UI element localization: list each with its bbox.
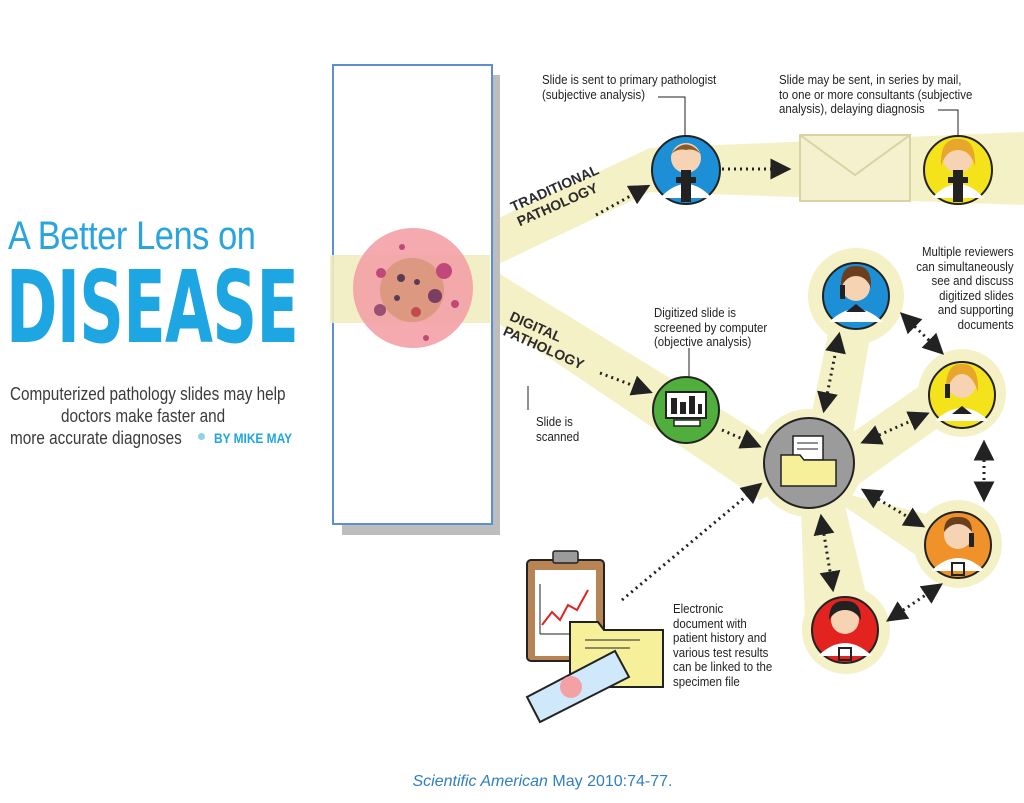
reviewers-callout-line5: and supporting <box>938 302 1014 317</box>
subtitle-line1: Computerized pathology slides may help <box>10 384 286 404</box>
citation: Scientific American May 2010:74-77. <box>0 773 1024 791</box>
title-line2: DISEASE <box>6 249 299 366</box>
citation-details: May 2010:74-77. <box>547 773 673 790</box>
document-callout-line1: Electronic <box>673 601 724 616</box>
digitized-slide-callout: Digitized slide is screened by computer … <box>654 305 768 350</box>
citation-journal: Scientific American <box>412 773 548 790</box>
reviewer-top-icon <box>822 262 890 330</box>
arrow-red-orange <box>886 583 943 622</box>
mail-callout-line3: analysis), delaying diagnosis <box>779 101 925 116</box>
digital-file-server-icon <box>763 417 855 509</box>
mail-consultants-callout: Slide may be sent, in series by mail, to… <box>779 72 973 117</box>
digitized-callout-line1: Digitized slide is <box>654 305 737 320</box>
slide-scanned-callout: Slide is scanned <box>536 414 580 444</box>
document-callout-line2: document with <box>673 615 747 631</box>
reviewers-callout-line4: digitized slides <box>939 287 1014 303</box>
primary-callout-line2: (subjective analysis) <box>542 86 646 102</box>
byline-dot <box>198 433 205 440</box>
title-line1: A Better Lens on <box>8 214 256 258</box>
consultant-pathologist-icon <box>923 135 993 205</box>
reviewers-callout-line3: see and discuss <box>931 273 1014 288</box>
subtitle-line3: more accurate diagnoses <box>10 428 182 448</box>
flow-arrows <box>595 158 995 622</box>
primary-pathologist-icon <box>651 135 721 205</box>
arrow-reviewer-top <box>817 331 846 414</box>
arrow-document <box>621 482 763 602</box>
glass-slide <box>330 64 500 535</box>
primary-callout-line1: Slide is sent to primary pathologist <box>542 72 717 87</box>
document-callout-line6: specimen file <box>673 673 740 689</box>
mail-callout-line1: Slide may be sent, in series by mail, <box>779 72 962 87</box>
digital-band <box>490 268 820 500</box>
reviewers-callout-line6: documents <box>958 316 1014 332</box>
reviewer-yellow-icon <box>928 361 996 429</box>
arrow-reviewer-red <box>813 513 841 593</box>
reviewers-callout-line2: can simultaneously <box>916 258 1014 274</box>
reviewer-orange-icon <box>924 511 992 579</box>
envelope-icon <box>799 134 911 202</box>
document-callout-line4: various test results <box>673 644 769 660</box>
electronic-document-callout: Electronic document with patient history… <box>673 601 773 689</box>
arrow-top-yellow <box>899 312 945 355</box>
subtitle-line2: doctors make faster and <box>61 406 226 426</box>
scanned-callout-line2: scanned <box>536 428 580 444</box>
document-callout-line5: can be linked to the <box>673 659 773 674</box>
scanned-callout-line1: Slide is <box>536 414 573 429</box>
digitized-callout-line2: screened by computer <box>654 319 768 335</box>
reviewer-red-icon <box>811 596 879 664</box>
byline: BY MIKE MAY <box>214 430 293 446</box>
patient-record-icon <box>525 550 664 724</box>
digitized-callout-line3: (objective analysis) <box>654 334 752 349</box>
primary-pathologist-callout: Slide is sent to primary pathologist (su… <box>542 72 717 102</box>
arrow-reviewer-orange <box>860 488 926 528</box>
computer-screening-icon <box>652 376 720 444</box>
multiple-reviewers-callout: Multiple reviewers can simultaneously se… <box>916 244 1014 332</box>
arrow-digital <box>599 371 653 396</box>
document-callout-line3: patient history and <box>673 630 767 645</box>
mail-callout-line2: to one or more consultants (subjective <box>779 86 973 102</box>
arrow-reviewer-yellow <box>860 411 930 445</box>
reviewers-callout-line1: Multiple reviewers <box>922 244 1014 259</box>
